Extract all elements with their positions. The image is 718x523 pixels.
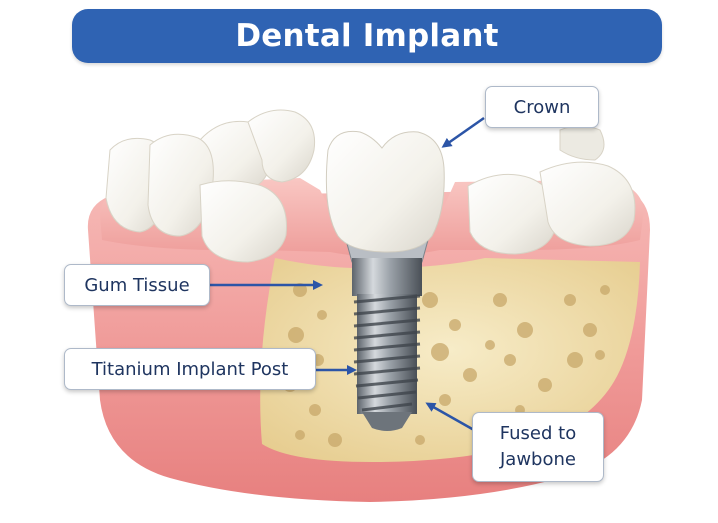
arrow-crown xyxy=(441,116,485,148)
label-fused-jawbone: Fused to Jawbone xyxy=(472,412,604,482)
right-teeth xyxy=(467,125,636,255)
label-fused-line2: Jawbone xyxy=(500,449,576,470)
title-banner: Dental Implant xyxy=(72,9,662,63)
label-fused-line1: Fused to xyxy=(499,423,577,444)
left-teeth xyxy=(105,109,316,263)
label-gum-tissue-text: Gum Tissue xyxy=(84,274,190,296)
diagram-title: Dental Implant xyxy=(235,18,499,54)
crown-tooth xyxy=(325,130,445,253)
callout-arrows xyxy=(210,116,485,432)
implant-post xyxy=(345,239,429,431)
label-implant-post: Titanium Implant Post xyxy=(64,348,316,390)
label-implant-post-text: Titanium Implant Post xyxy=(91,358,289,380)
arrow-fused xyxy=(425,402,475,432)
label-crown-text: Crown xyxy=(513,96,571,118)
label-gum-tissue: Gum Tissue xyxy=(64,264,210,306)
jawbone-section xyxy=(260,258,640,462)
label-crown: Crown xyxy=(485,86,599,128)
